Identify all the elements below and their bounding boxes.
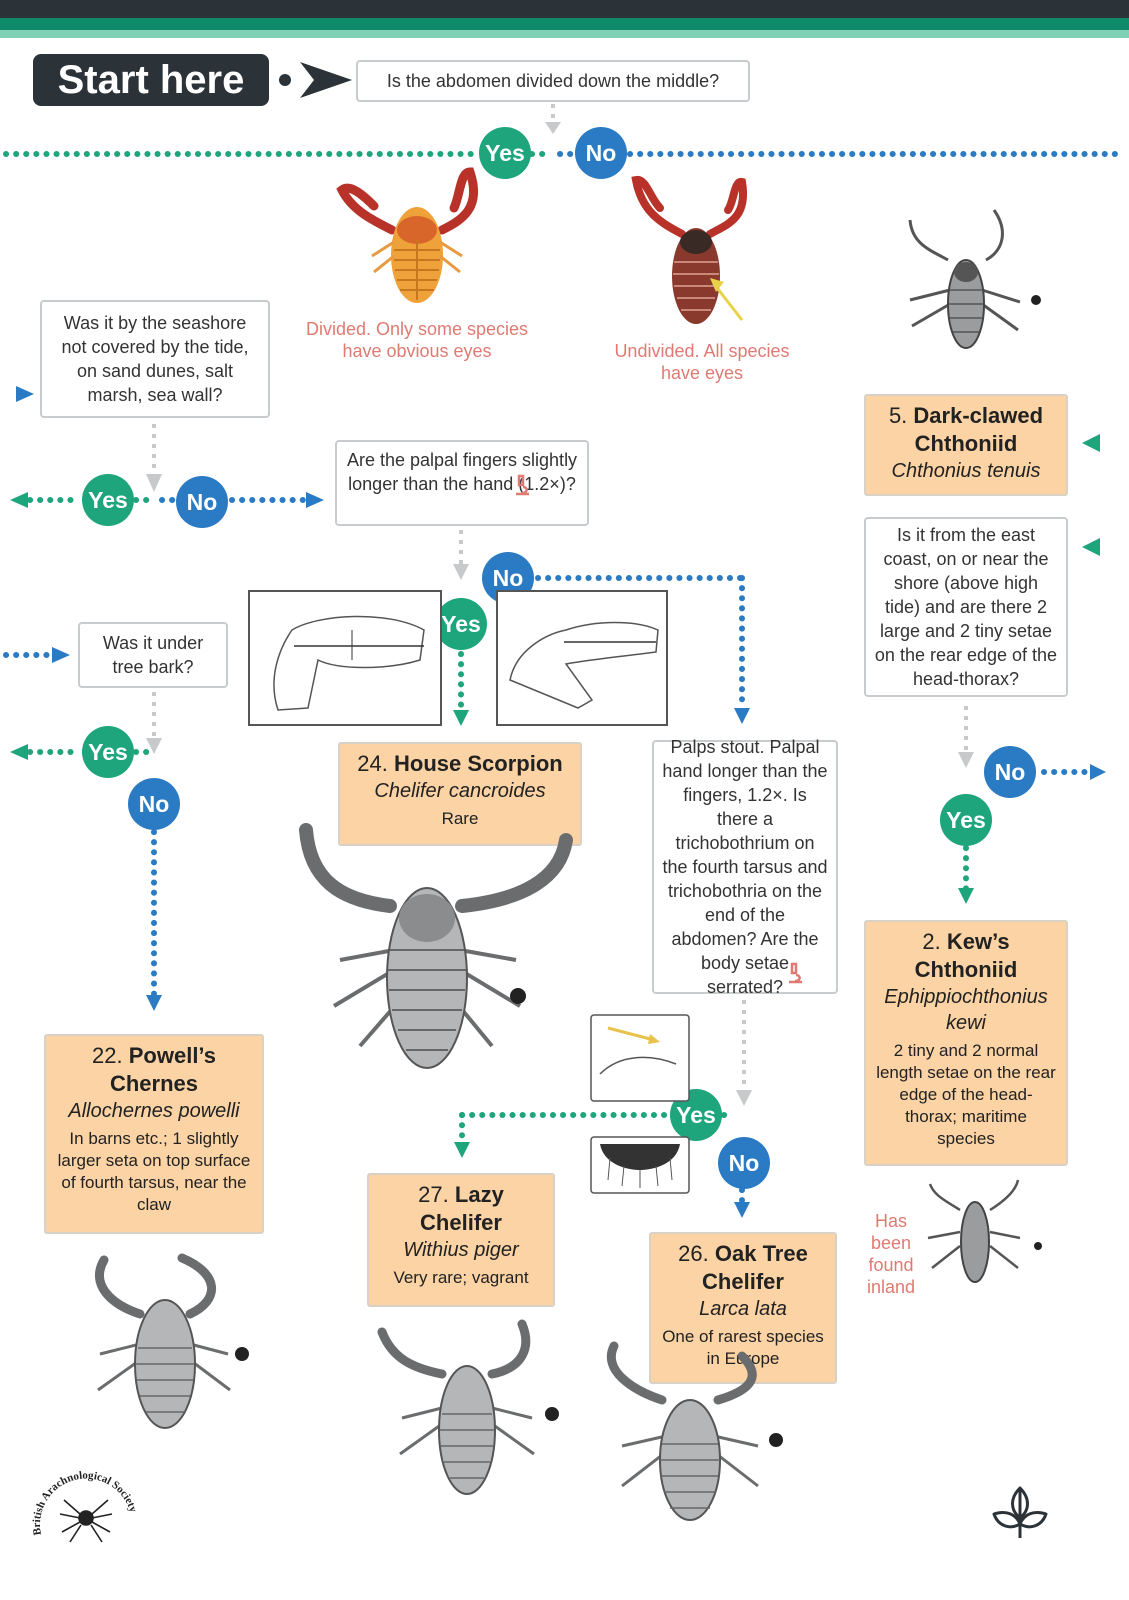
species-description: 2 tiny and 2 normal length setae on the …	[876, 1041, 1056, 1148]
species-number: 27.	[418, 1182, 449, 1207]
species-name: Dark-clawed Chthoniid	[913, 403, 1044, 456]
caption-divided: Divided. Only some species have obvious …	[305, 319, 529, 361]
species-box-oak-tree-chelifer: 26. Oak Tree Chelifer Larca lata One of …	[649, 1232, 837, 1384]
pseudoscorpion-undivided-illustration	[631, 176, 748, 324]
question-palpal-fingers: Are the palpal fingers slightly longer t…	[335, 440, 589, 526]
answer-yes-palpal: Yes	[435, 598, 487, 650]
header-dark-band	[0, 0, 1129, 18]
microscope-icon	[789, 962, 802, 984]
species-latin: Withius piger	[403, 1239, 519, 1261]
palp-diagram-longer-hand	[496, 590, 668, 726]
svg-text:British Arachnological Society: British Arachnological Society	[31, 1470, 139, 1537]
species-box-lazy-chelifer: 27. Lazy Chelifer Withius piger Very rar…	[367, 1173, 555, 1307]
answer-no-seashore: No	[176, 476, 228, 528]
caption-inland: Has been found inland	[866, 1211, 916, 1297]
species-description: Rare	[441, 809, 479, 828]
british-arachnological-society-logo: British Arachnological Society	[31, 1470, 139, 1543]
start-here-label: Start here	[33, 54, 269, 106]
answer-no-palps: No	[718, 1137, 770, 1189]
pseudoscorpion-divided-illustration	[336, 167, 479, 303]
question-east-coast: Is it from the east coast, on or near th…	[864, 517, 1068, 697]
species-number: 24.	[357, 751, 388, 776]
question-seashore: Was it by the seashore not covered by th…	[40, 300, 270, 418]
species-name: Lazy Chelifer	[420, 1182, 504, 1235]
species-box-kews-chthoniid: 2. Kew’s Chthoniid Ephippiochthonius kew…	[864, 920, 1068, 1166]
species-latin: Ephippiochthonius kewi	[884, 986, 1048, 1034]
answer-no-eastcoast: No	[984, 746, 1036, 798]
house-scorpion-illustration	[299, 823, 573, 1069]
powells-chernes-illustration	[94, 1253, 249, 1429]
microscope-icon	[516, 474, 529, 496]
answer-yes-divided: Yes	[479, 127, 531, 179]
species-number: 22.	[92, 1043, 123, 1068]
species-number: 2.	[922, 929, 941, 954]
logo-text: British Arachnological Society	[31, 1470, 139, 1537]
oak-tree-chelifer-illustration	[607, 1341, 783, 1521]
answer-no-bark: No	[128, 778, 180, 830]
answer-yes-eastcoast: Yes	[940, 794, 992, 846]
species-number: 5.	[888, 403, 908, 428]
question-palps-stout-text: Palps stout. Palpal hand longer than the…	[662, 737, 828, 997]
species-box-dark-clawed-chthoniid: 5. Dark-clawed Chthoniid Chthonius tenui…	[864, 394, 1068, 496]
species-box-house-scorpion: 24. House Scorpion Chelifer cancroides R…	[338, 742, 582, 846]
question-tree-bark: Was it under tree bark?	[78, 622, 228, 688]
species-latin: Allochernes powelli	[68, 1100, 240, 1122]
kews-chthoniid-illustration	[927, 1179, 1042, 1283]
answer-yes-bark: Yes	[82, 726, 134, 778]
species-description: Very rare; vagrant	[393, 1268, 529, 1287]
species-latin: Chthonius tenuis	[891, 460, 1041, 482]
leaf-logo-icon	[992, 1486, 1048, 1538]
species-description: In barns etc.; 1 slightly larger seta on…	[57, 1129, 251, 1214]
question-palpal-fingers-text: Are the palpal fingers slightly longer t…	[346, 450, 578, 494]
question-palps-stout: Palps stout. Palpal hand longer than the…	[652, 737, 838, 997]
dark-clawed-chthoniid-illustration	[908, 209, 1041, 349]
species-name: Powell’s Chernes	[109, 1043, 216, 1096]
palp-diagram-longer-fingers	[248, 590, 442, 726]
answer-no-divided: No	[575, 127, 627, 179]
header-light-band	[0, 30, 1129, 38]
question-abdomen-divided: Is the abdomen divided down the middle?	[356, 60, 750, 102]
lazy-chelifer-illustration	[377, 1319, 559, 1495]
species-name: Oak Tree Chelifer	[702, 1241, 808, 1294]
species-latin: Chelifer cancroides	[374, 780, 546, 802]
species-name: Kew’s Chthoniid	[914, 929, 1018, 982]
species-number: 26.	[678, 1241, 709, 1266]
answer-yes-seashore: Yes	[82, 474, 134, 526]
abdomen-trichobothria-diagram	[590, 1136, 690, 1194]
species-latin: Larca lata	[699, 1298, 787, 1320]
header-green-band	[0, 18, 1129, 30]
caption-undivided: Undivided. All species have eyes	[614, 341, 790, 383]
species-box-powells-chernes: 22. Powell’s Chernes Allochernes powelli…	[44, 1034, 264, 1234]
tarsus-trichobothrium-diagram	[590, 1014, 690, 1102]
species-name: House Scorpion	[394, 751, 563, 776]
